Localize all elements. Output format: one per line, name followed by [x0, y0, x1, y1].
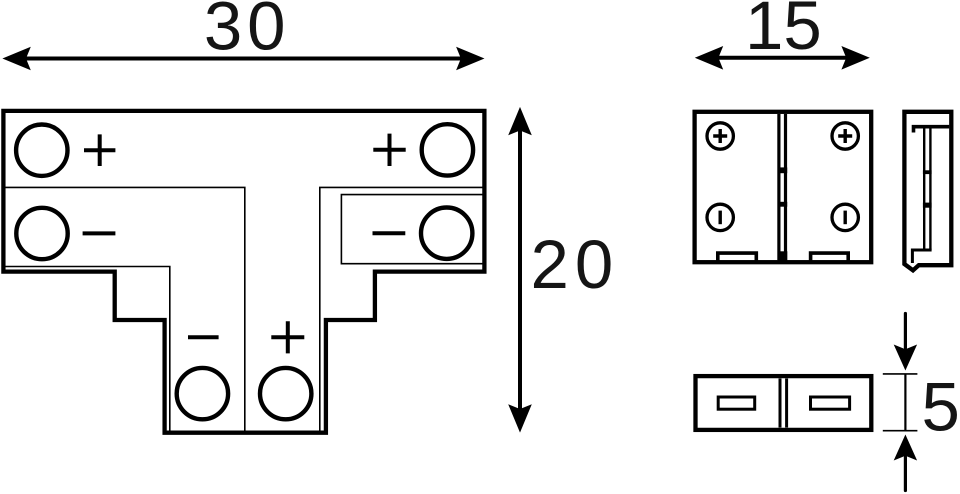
svg-text:20: 20 [531, 226, 620, 303]
svg-text:15: 15 [745, 0, 822, 64]
svg-text:5: 5 [922, 369, 960, 446]
svg-text:30: 30 [204, 0, 291, 64]
